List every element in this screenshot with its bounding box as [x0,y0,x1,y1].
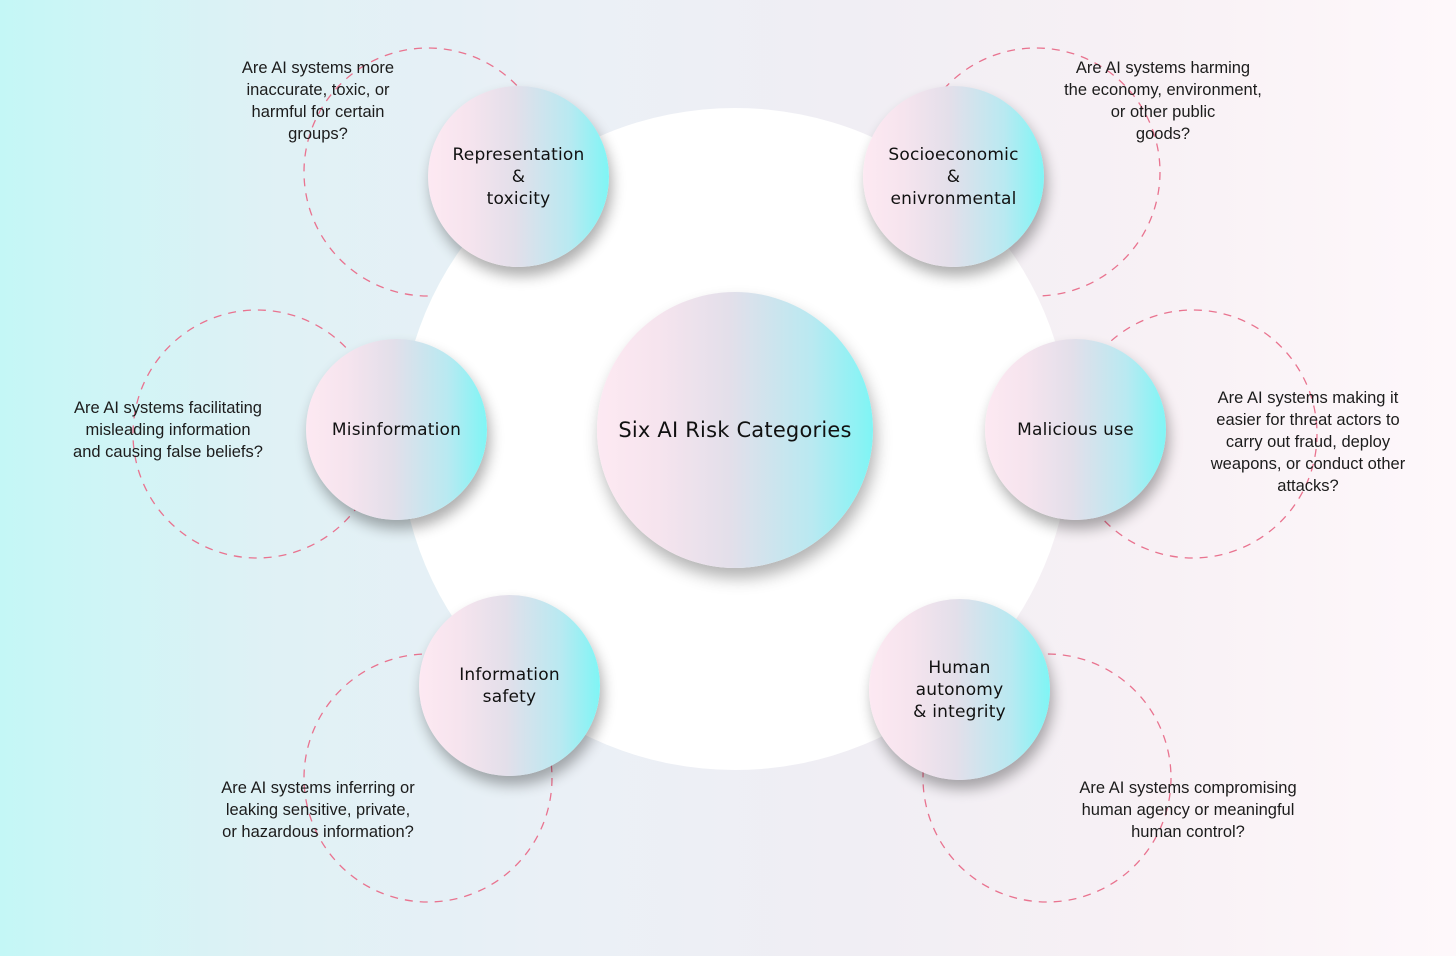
question-human-autonomy: Are AI systems compromising human agency… [1079,779,1297,841]
dashed-ring-socioeconomic [911,47,1161,297]
bubble-label: Representation & toxicity [452,144,585,209]
question-misinformation: Are AI systems facilitating misleading i… [73,399,263,461]
question-representation: Are AI systems more inaccurate, toxic, o… [241,59,395,143]
bubble-label: Misinformation [331,419,462,440]
bubble-label: Information safety [459,664,560,707]
dashed-ring-human-autonomy [922,653,1172,903]
question-information-safety: Are AI systems inferring or leaking sens… [221,779,415,841]
dashed-ring-information-safety [303,653,553,903]
bubble-label: Socioeconomic & enivronmental [888,144,1019,209]
bubble-information-safety: Information safety [419,595,600,776]
bubble-malicious-use: Malicious use [985,339,1166,520]
dashed-ring-malicious [1068,309,1318,559]
question-malicious: Are AI systems making it easier for thre… [1210,389,1406,495]
bubble-center-title: Six AI Risk Categories [597,292,873,568]
bubble-socioeconomic-environmental: Socioeconomic & enivronmental [863,86,1044,267]
bubble-label: Human autonomy & integrity [913,657,1006,722]
bubble-human-autonomy-integrity: Human autonomy & integrity [869,599,1050,780]
center-title: Six AI Risk Categories [618,418,852,442]
bubble-representation-toxicity: Representation & toxicity [428,86,609,267]
bubble-label: Malicious use [1017,419,1134,440]
bubble-misinformation: Misinformation [306,339,487,520]
question-socioeconomic: Are AI systems harming the economy, envi… [1064,59,1262,143]
